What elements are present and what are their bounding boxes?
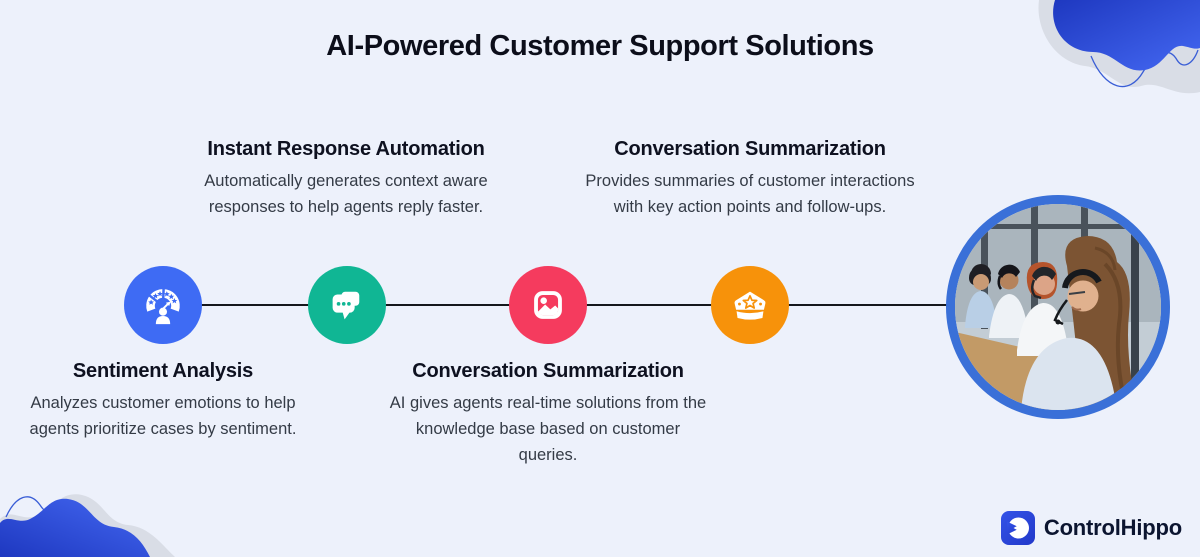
step-description: Analyzes customer emotions to help agent… xyxy=(29,394,297,438)
step-text-instant-response: Instant Response Automation Automaticall… xyxy=(186,138,506,221)
step-heading: Conversation Summarization xyxy=(614,138,886,160)
chat-bubbles-icon xyxy=(332,289,362,320)
step-description: AI gives agents real-time solutions from… xyxy=(389,394,707,464)
controlhippo-logo-icon xyxy=(1000,511,1035,545)
page-title: AI-Powered Customer Support Solutions xyxy=(326,30,874,62)
captain-hat-icon xyxy=(734,291,766,320)
sentiment-gauge-icon xyxy=(146,286,180,325)
step-circle-summaries xyxy=(711,266,789,344)
step-description: Automatically generates context aware re… xyxy=(204,172,488,216)
step-text-summaries: Conversation Summarization Provides summ… xyxy=(585,138,915,221)
step-heading: Sentiment Analysis xyxy=(72,360,254,382)
step-heading: Conversation Summarization xyxy=(412,360,684,382)
step-circle-instant-response xyxy=(308,266,386,344)
step-description: Provides summaries of customer interacti… xyxy=(585,172,915,216)
corner-blob-bottom-left xyxy=(0,494,175,557)
step-heading: Instant Response Automation xyxy=(207,138,485,160)
step-text-sentiment: Sentiment Analysis Analyzes customer emo… xyxy=(13,360,313,443)
photo-image-icon xyxy=(534,291,562,319)
corner-blob-top-right xyxy=(1038,0,1200,94)
step-circle-sentiment xyxy=(124,266,202,344)
support-agents-photo xyxy=(946,195,1170,419)
brand-name: ControlHippo xyxy=(1043,515,1182,540)
step-text-conversation-summarization: Conversation Summarization AI gives agen… xyxy=(385,360,711,469)
brand-logo[interactable]: ControlHippo xyxy=(1000,511,1182,545)
step-circle-conversation-summarization xyxy=(509,266,587,344)
